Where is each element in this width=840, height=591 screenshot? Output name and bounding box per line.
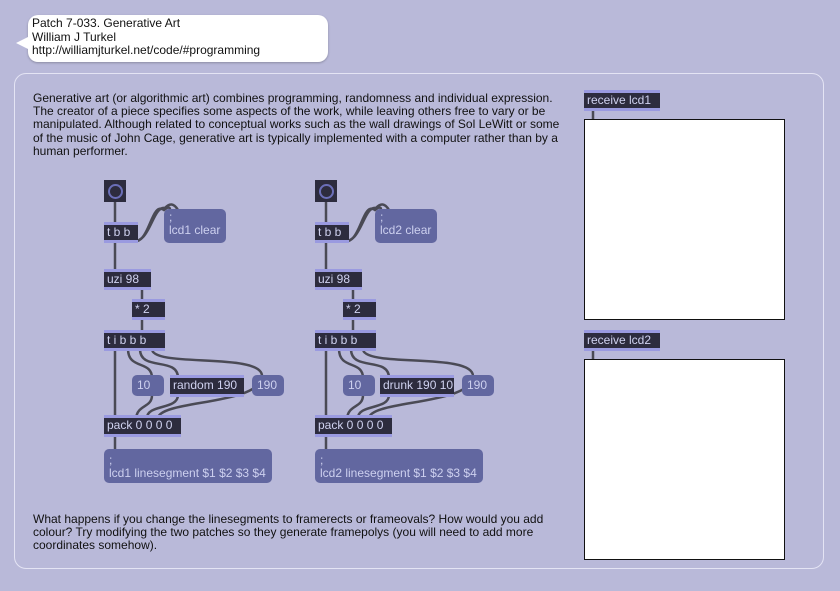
lcd1-canvas[interactable] — [584, 119, 785, 320]
linesegment-message-1[interactable]: ;lcd1 linesegment $1 $2 $3 $4 — [104, 449, 272, 483]
trigger-tbb-2[interactable]: t b b — [315, 222, 349, 243]
clear-label: lcd1 clear — [169, 223, 221, 237]
header-author: William J Turkel — [32, 29, 117, 44]
multiply-object-1[interactable]: * 2 — [132, 299, 165, 320]
bang-button-2[interactable] — [315, 180, 337, 202]
bang-button-1[interactable] — [104, 180, 126, 202]
pack-object-1[interactable]: pack 0 0 0 0 — [104, 415, 181, 437]
linesegment-label: lcd2 linesegment $1 $2 $3 $4 — [320, 466, 477, 480]
outro-text: What happens if you change the linesegme… — [33, 512, 544, 553]
min-message-2[interactable]: 10 — [343, 375, 375, 396]
clear-label: lcd2 clear — [380, 223, 432, 237]
pack-object-2[interactable]: pack 0 0 0 0 — [315, 415, 392, 437]
header-url: http://williamjturkel.net/code/#programm… — [32, 43, 261, 57]
semicolon: ; — [380, 210, 384, 224]
drunk-object-2[interactable]: drunk 190 10 — [380, 375, 454, 397]
bang-circle-icon — [108, 184, 123, 199]
header-title: Patch 7-033. Generative Art — [32, 16, 181, 30]
linesegment-label: lcd1 linesegment $1 $2 $3 $4 — [109, 466, 266, 480]
presentation-panel — [14, 73, 824, 569]
random-object-1[interactable]: random 190 — [170, 375, 244, 397]
multiply-object-2[interactable]: * 2 — [343, 299, 376, 320]
intro-text: Generative art (or algorithmic art) comb… — [33, 91, 560, 158]
trigger-tibbb-2[interactable]: t i b b b — [315, 330, 376, 351]
clear-message-2[interactable]: ;lcd2 clear — [375, 209, 437, 243]
uzi-object-2[interactable]: uzi 98 — [315, 269, 362, 290]
lcd2-canvas[interactable] — [584, 359, 785, 560]
semicolon: ; — [109, 453, 113, 467]
receive-lcd2-object[interactable]: receive lcd2 — [584, 330, 660, 351]
header-comment: Patch 7-033. Generative Art William J Tu… — [16, 15, 328, 62]
uzi-object-1[interactable]: uzi 98 — [104, 269, 151, 290]
max-message-1[interactable]: 190 — [252, 375, 284, 396]
semicolon: ; — [320, 453, 324, 467]
semicolon: ; — [169, 210, 173, 224]
trigger-tibbb-1[interactable]: t i b b b — [104, 330, 165, 351]
linesegment-message-2[interactable]: ;lcd2 linesegment $1 $2 $3 $4 — [315, 449, 483, 483]
receive-lcd1-object[interactable]: receive lcd1 — [584, 90, 660, 111]
clear-message-1[interactable]: ;lcd1 clear — [164, 209, 226, 243]
max-message-2[interactable]: 190 — [462, 375, 494, 396]
trigger-tbb-1[interactable]: t b b — [104, 222, 138, 243]
bang-circle-icon — [319, 184, 334, 199]
min-message-1[interactable]: 10 — [132, 375, 164, 396]
